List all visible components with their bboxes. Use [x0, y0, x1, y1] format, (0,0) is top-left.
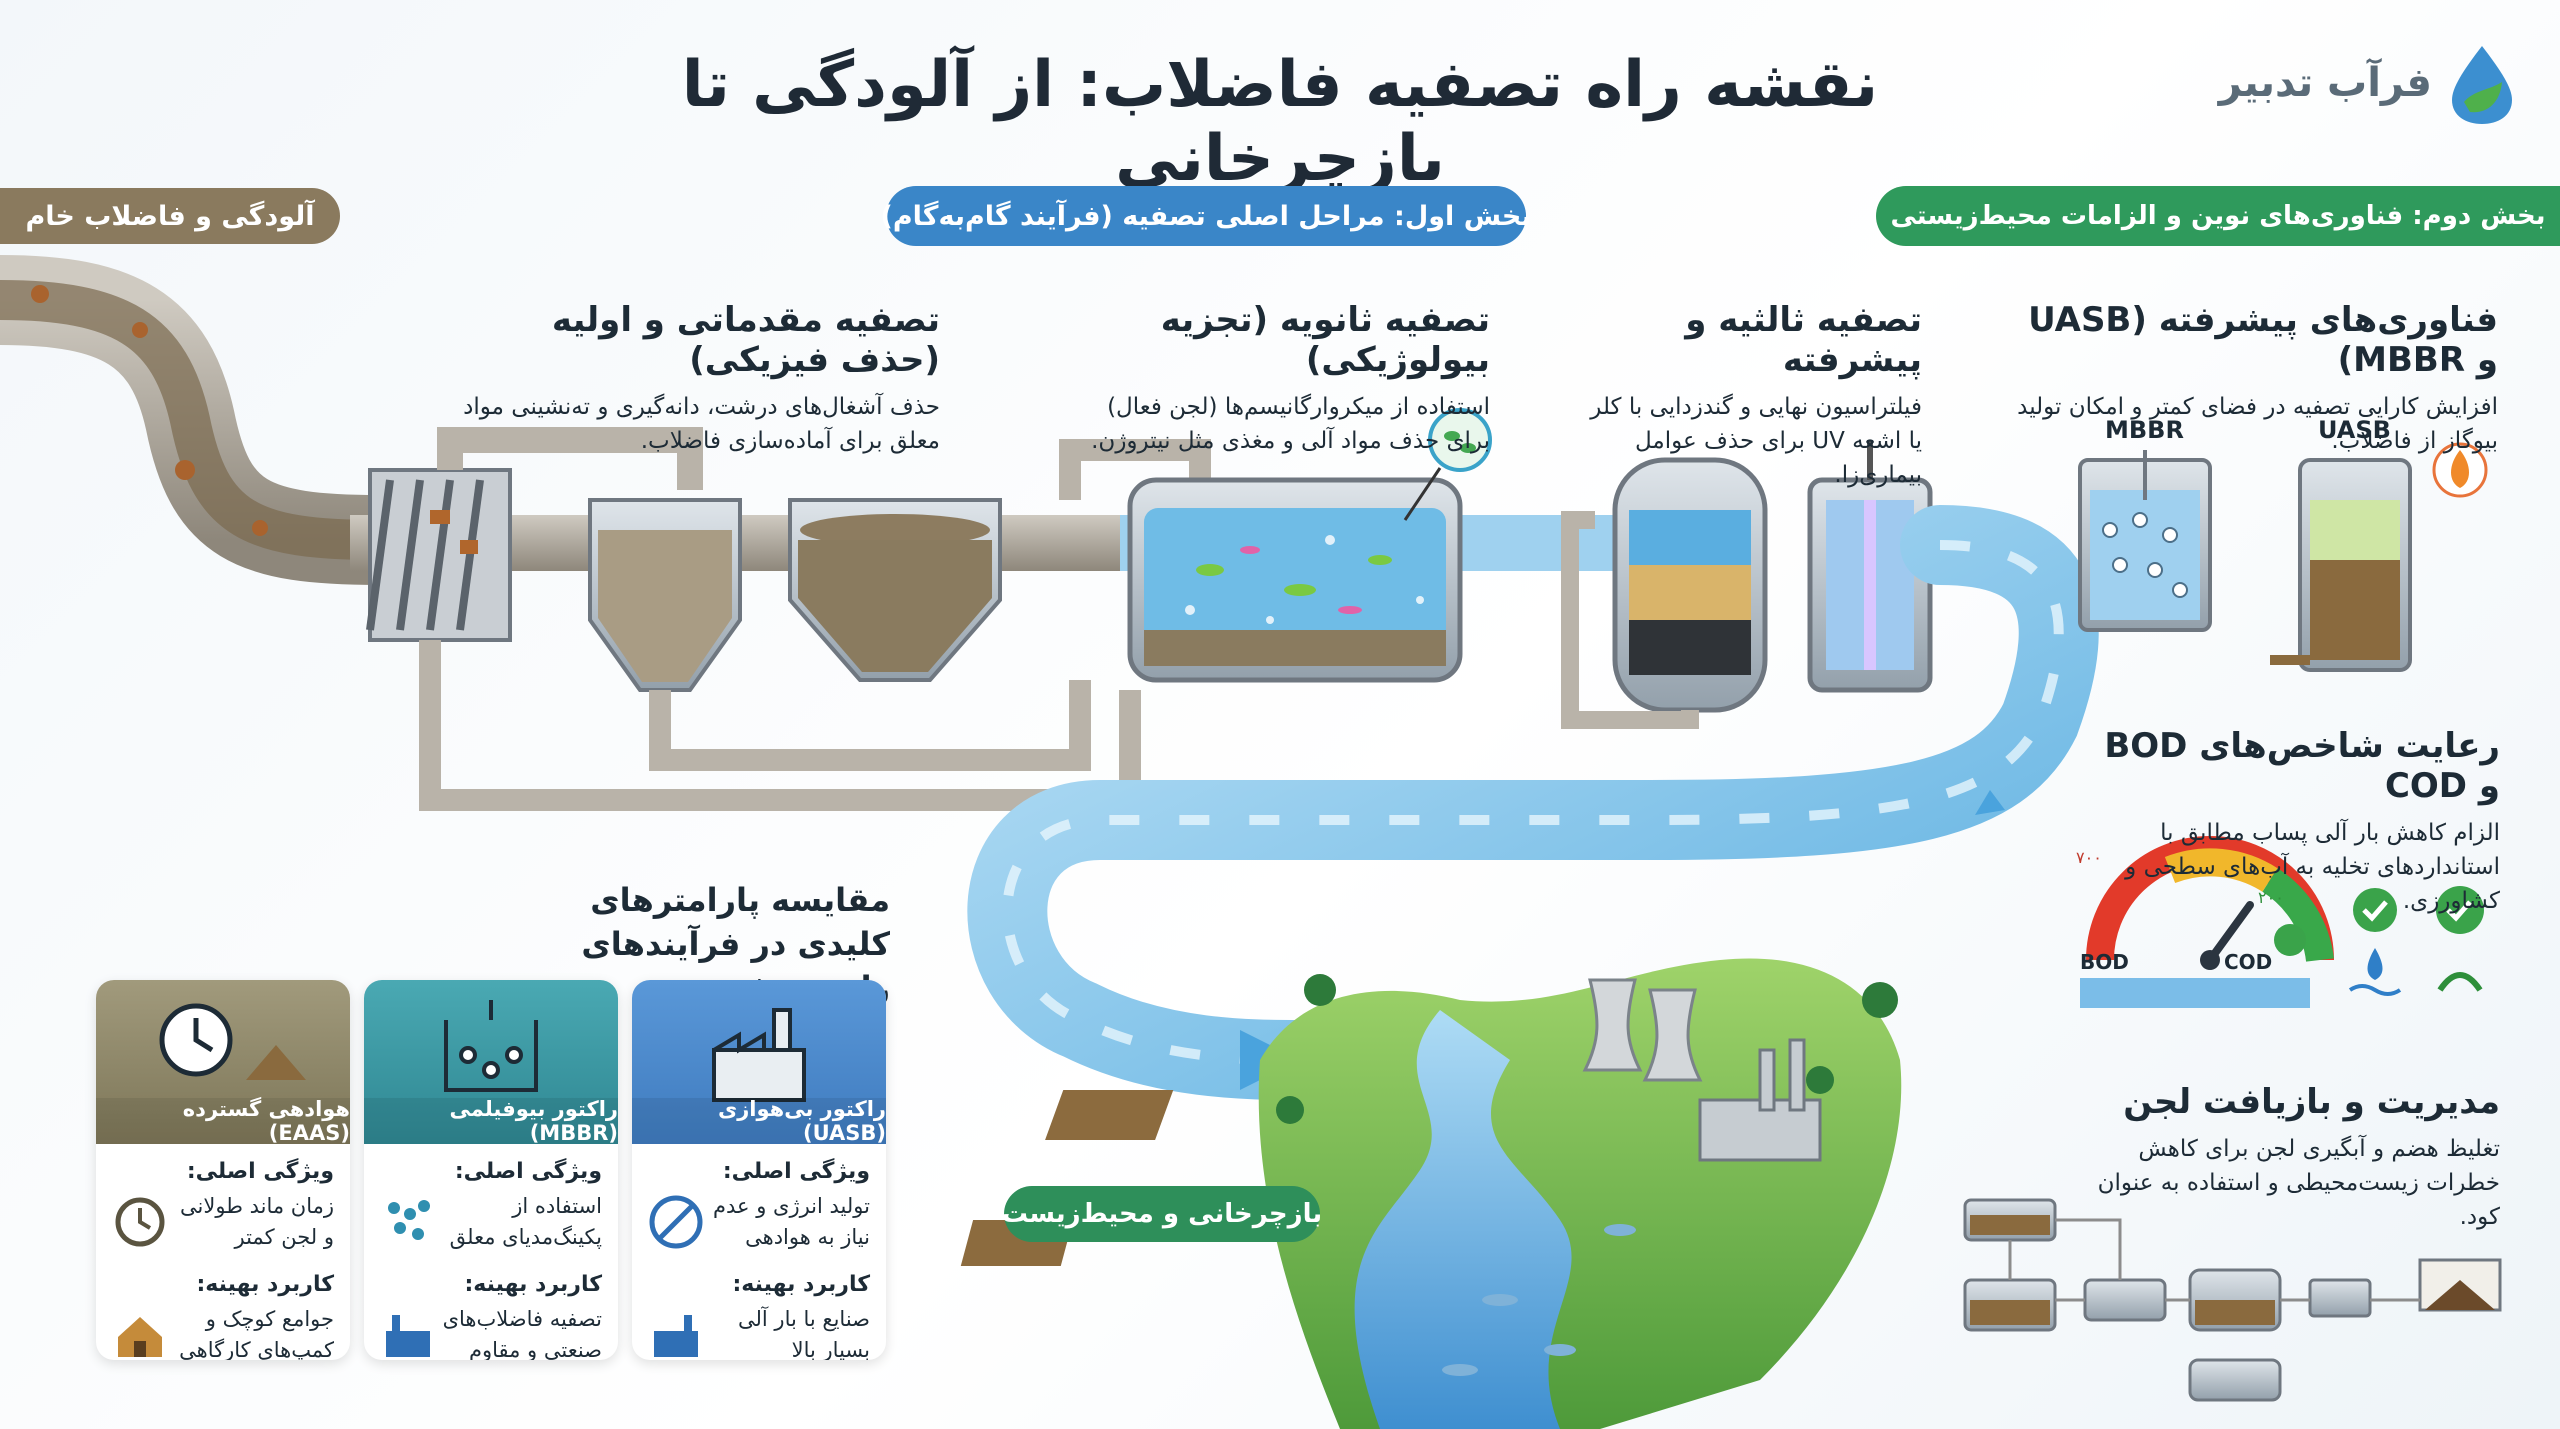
card-mbbr-use: تصفیه فاضلاب‌های صنعتی و مقاوم	[442, 1307, 602, 1360]
card-uasb-name: راکتور بی‌هوازی (UASB)	[632, 1097, 886, 1145]
compare-card-mbbr: راکتور بیوفیلمی (MBBR) ویژگی اصلی: استفا…	[364, 980, 618, 1360]
stage-tertiary-title: تصفیه ثالثیه و پیشرفته	[1685, 300, 1922, 380]
aeration-tank	[1127, 477, 1463, 683]
card-uasb-feature: تولید انرژی و عدم نیاز به هوادهی	[712, 1194, 870, 1249]
no-power-icon	[649, 1195, 703, 1249]
stage-secondary-title: تصفیه ثانویه (تجزیه بیولوژیکی)	[1160, 300, 1490, 380]
card-mbbr-feature-label: ویژگی اصلی:	[454, 1159, 602, 1184]
stage-primary-title: تصفیه مقدماتی و اولیه (حذف فیزیکی)	[551, 300, 940, 380]
house-icon	[118, 1317, 162, 1357]
section-part2: بخش دوم: فناوری‌های نوین و الزامات محیط‌…	[1876, 186, 2560, 246]
brand-logo: فرآب تدبیر	[2219, 38, 2520, 128]
stage-primary: تصفیه مقدماتی و اولیه (حذف فیزیکی) حذف آ…	[460, 300, 940, 458]
clock-icon	[159, 1003, 233, 1077]
card-uasb-use-label: کاربرد بهینه:	[732, 1272, 871, 1297]
page-title: نقشه راه تصفیه فاضلاب: از آلودگی تا بازچ…	[681, 48, 1879, 196]
bar-screen	[366, 468, 512, 642]
card-eaas-name: هوادهی گسترده (EAAS)	[96, 1097, 350, 1145]
factory-icon	[712, 1008, 806, 1102]
uv-disinfection	[1807, 477, 1933, 693]
card-uasb-use: صنایع با بار آلی بسیار بالا	[738, 1307, 870, 1360]
stage-advanced: فناوری‌های پیشرفته (UASB و MBBR) افزایش …	[2010, 300, 2498, 458]
gauge-label-cod: COD	[2224, 950, 2273, 974]
primary-clarifier	[788, 498, 1002, 682]
card-mbbr-use-label: کاربرد بهینه:	[464, 1272, 603, 1297]
landscape	[960, 958, 1902, 1429]
medal-icon	[2436, 886, 2484, 992]
card-mbbr-name: راکتور بیوفیلمی (MBBR)	[364, 1097, 618, 1145]
section-part1: بخش اول: مراحل اصلی تصفیه (فرآیند گام‌به…	[881, 186, 1531, 246]
stage-sludge-title: مدیریت و بازیافت لجن	[2123, 1082, 2500, 1122]
card-eaas-feature-label: ویژگی اصلی:	[186, 1159, 334, 1184]
stage-advanced-title: فناوری‌های پیشرفته (UASB و MBBR)	[2028, 300, 2498, 380]
uasb-reactor	[2270, 458, 2412, 672]
card-mbbr-feature: استفاده از پکینگ‌مدیای معلق	[449, 1194, 602, 1249]
stage-bod: رعایت شاخص‌های BOD و COD الزام کاهش بار …	[2090, 726, 2500, 918]
water-drop-icon	[2348, 948, 2402, 996]
brand-name: فرآب تدبیر	[2218, 60, 2432, 106]
drop-logo-icon	[2452, 46, 2512, 124]
stage-bod-desc: الزام کاهش بار آلی پساب مطابق با استاندا…	[2125, 820, 2500, 914]
section-raw: آلودگی و فاضلاب خام	[0, 188, 340, 244]
compare-card-uasb: راکتور بی‌هوازی (UASB) ویژگی اصلی: تولید…	[632, 980, 886, 1360]
mbbr-tank-icon	[444, 1000, 538, 1092]
flame-icon	[2432, 442, 2488, 498]
gauge-tick-left: ۷۰۰	[2076, 848, 2102, 867]
stage-primary-desc: حذف آشغال‌های درشت، دانه‌گیری و ته‌نشینی…	[463, 394, 940, 454]
grit-chamber	[588, 498, 742, 692]
check-icon	[2353, 888, 2397, 932]
stage-sludge: مدیریت و بازیافت لجن تغلیظ هضم و آبگیری …	[2060, 1082, 2500, 1234]
stage-secondary: تصفیه ثانویه (تجزیه بیولوژیکی) استفاده ا…	[1070, 300, 1490, 458]
stage-bod-title: رعایت شاخص‌های BOD و COD	[2104, 726, 2500, 806]
section-recycle: بازچرخانی و محیط‌زیست	[1002, 1186, 1322, 1242]
label-uasb: UASB	[2318, 416, 2391, 444]
factory-small-icon	[654, 1315, 698, 1357]
gauge-tick-right: ۲۰۰	[2258, 888, 2284, 907]
card-eaas-use: جوامع کوچک و کمپ‌های کارگاهی	[179, 1307, 334, 1360]
stage-tertiary-desc: فیلتراسیون نهایی و گندزدایی با کلر یا اش…	[1590, 394, 1922, 488]
sludge-pile-icon	[246, 1045, 306, 1080]
industry-icon	[386, 1315, 430, 1357]
stage-secondary-desc: استفاده از میکروارگانیسم‌ها (لجن فعال) ب…	[1091, 394, 1490, 454]
microbe-zoom-icon	[1403, 408, 1492, 521]
stage-advanced-desc: افزایش کارایی تصفیه در فضای کمتر و امکان…	[2017, 394, 2498, 454]
stage-sludge-desc: تغلیظ هضم و آبگیری لجن برای کاهش خطرات ز…	[2097, 1136, 2500, 1230]
mbbr-reactor	[2078, 450, 2212, 632]
sand-filter	[1612, 457, 1768, 713]
card-eaas-feature: زمان ماند طولانی و لجن کمتر	[180, 1194, 334, 1249]
label-mbbr: MBBR	[2105, 416, 2184, 444]
stage-tertiary: تصفیه ثالثیه و پیشرفته فیلتراسیون نهایی …	[1570, 300, 1922, 492]
gauge-label-bod: BOD	[2080, 950, 2129, 974]
card-eaas-use-label: کاربرد بهینه:	[196, 1272, 335, 1297]
card-uasb-feature-label: ویژگی اصلی:	[722, 1159, 870, 1184]
bod-cod-gauge	[2080, 836, 2334, 1008]
biofilm-icon	[388, 1200, 430, 1240]
compare-card-eaas: هوادهی گسترده (EAAS) ویژگی اصلی: زمان ما…	[96, 980, 350, 1360]
clock-small-icon	[115, 1197, 165, 1247]
